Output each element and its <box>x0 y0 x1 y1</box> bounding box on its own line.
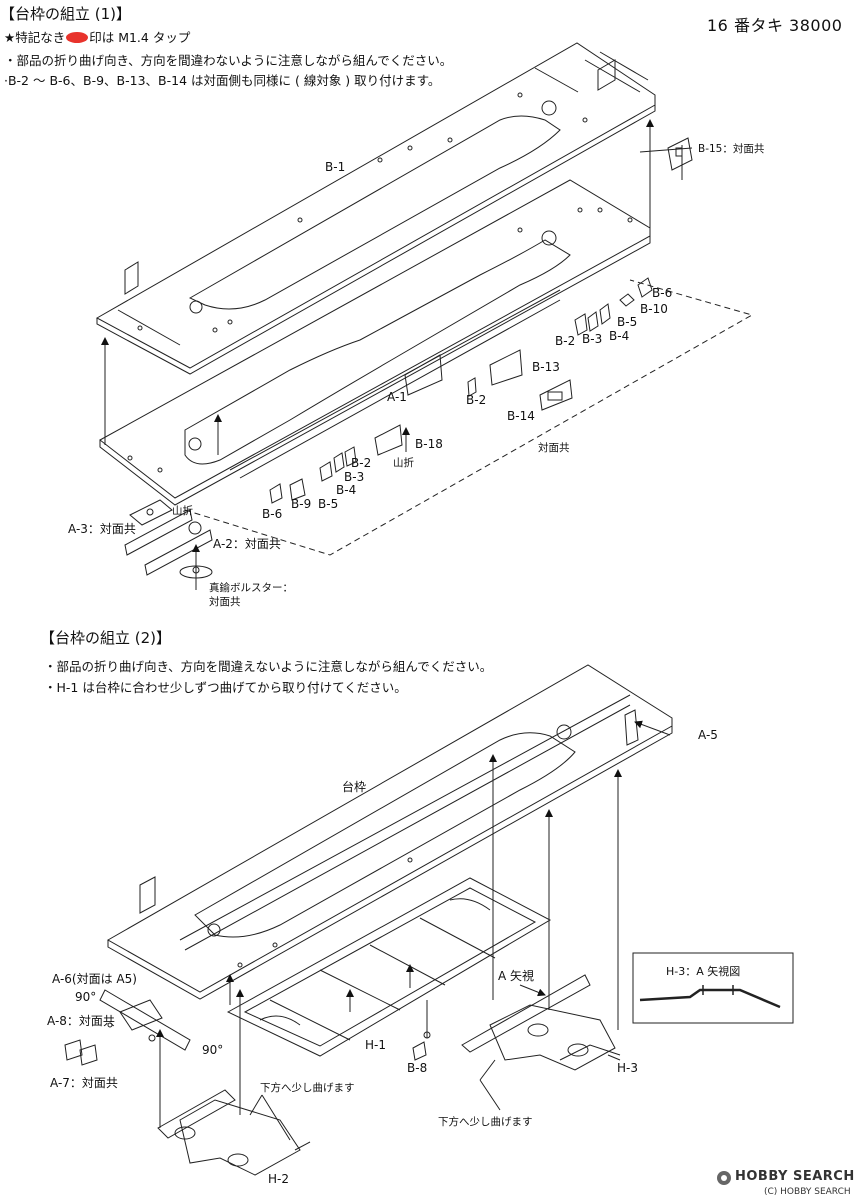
label-h3-view: H-3：A 矢視図 <box>666 965 741 978</box>
label-90-b: 90° <box>202 1043 224 1057</box>
label-b18: B-18 <box>415 437 443 451</box>
part-b15 <box>667 137 693 171</box>
label-h3: H-3 <box>617 1061 638 1075</box>
parts-cluster-left <box>124 424 403 590</box>
label-b2-left: B-2 <box>351 456 372 470</box>
frame-plate-b1 <box>95 42 656 375</box>
note-2: ·B-2 ～ B-6、B-9、B-13、B-14 は対面側も同様に ( 線対象 … <box>4 73 441 88</box>
label-b5-left: B-5 <box>318 497 339 511</box>
label-daiwaku: 台枠 <box>342 780 367 794</box>
part-h2 <box>157 1089 311 1176</box>
label-b3-left: B-3 <box>344 470 365 484</box>
label-b10: B-10 <box>640 302 668 316</box>
label-a7: A-7：対面共 <box>50 1076 118 1090</box>
label-b4-left: B-4 <box>336 483 357 497</box>
label-yamaori-1: 山折 <box>393 457 414 469</box>
label-bolster-taimen: 対面共 <box>209 596 241 608</box>
section2-note-1: ・部品の折り曲げ向き、方向を間違えないように注意しながら組んでください。 <box>44 659 493 674</box>
label-b2: B-2 <box>555 334 576 348</box>
label-b3: B-3 <box>582 332 603 346</box>
label-h2: H-2 <box>268 1172 289 1186</box>
label-a-view: A 矢視 <box>498 969 535 983</box>
assembly-arrows-1 <box>101 119 683 590</box>
part-h1 <box>226 877 552 1061</box>
label-b6: B-6 <box>652 286 673 300</box>
label-b13: B-13 <box>532 360 560 374</box>
hobby-search-logo-icon <box>717 1171 731 1185</box>
label-a3: A-3：対面共 <box>68 522 136 536</box>
section2-title: 【台枠の組立 (2)】 <box>40 629 172 647</box>
parts-cluster-right <box>404 277 653 411</box>
label-b1: B-1 <box>325 160 346 174</box>
underframe-1 <box>99 179 651 506</box>
tap-note-prefix: ★特記なき <box>4 30 66 45</box>
assembly-arrows-2 <box>156 720 671 1128</box>
label-b2-lower: B-2 <box>466 393 487 407</box>
tap-note-suffix: 印は M1.4 タップ <box>89 30 191 45</box>
label-b14: B-14 <box>507 409 535 423</box>
label-bend-2: 下方へ少し曲げます <box>438 1116 533 1128</box>
label-b8: B-8 <box>407 1061 428 1075</box>
label-yamaori-2: 山折 <box>172 505 193 517</box>
label-a6: A-6(対面は A5) <box>52 972 137 986</box>
label-b5: B-5 <box>617 315 638 329</box>
section2-note-2: ・H-1 は台枠に合わせ少しずつ曲げてから取り付けてください。 <box>44 680 407 695</box>
label-b6-left: B-6 <box>262 507 283 521</box>
label-bolster: 真鍮ボルスター： <box>209 582 293 594</box>
tap-note: ★特記なき 印は M1.4 タップ <box>4 27 190 46</box>
label-b15: B-15：対面共 <box>698 143 765 155</box>
label-b9: B-9 <box>291 497 312 511</box>
label-a8: A-8：対面共 <box>47 1014 115 1028</box>
parts-a6-a7-a8 <box>64 989 191 1066</box>
note-1: ・部品の折り曲げ向き、方向を間違わないように注意しながら組んでください。 <box>4 53 453 68</box>
label-a5: A-5 <box>698 728 718 742</box>
label-a1: A-1 <box>387 390 407 404</box>
model-name: 16 番タキ 38000 <box>707 16 843 35</box>
label-a2: A-2：対面共 <box>213 537 281 551</box>
part-h3 <box>461 974 621 1071</box>
section1-title: 【台枠の組立 (1)】 <box>0 5 132 23</box>
footer-copyright: (C) HOBBY SEARCH <box>764 1187 851 1197</box>
label-b4: B-4 <box>609 329 630 343</box>
leader-lines <box>249 147 693 1141</box>
label-90-a: 90° <box>75 990 97 1004</box>
frame-section2 <box>106 664 673 1000</box>
label-taimen: 対面共 <box>538 442 570 454</box>
label-h1: H-1 <box>365 1038 386 1052</box>
opposite-side-outline <box>184 279 754 556</box>
h3-view-box <box>632 952 794 1024</box>
label-bend-1: 下方へ少し曲げます <box>260 1082 355 1094</box>
footer-brand: HOBBY SEARCH <box>735 1169 855 1184</box>
red-oval-mark-icon <box>66 32 89 43</box>
